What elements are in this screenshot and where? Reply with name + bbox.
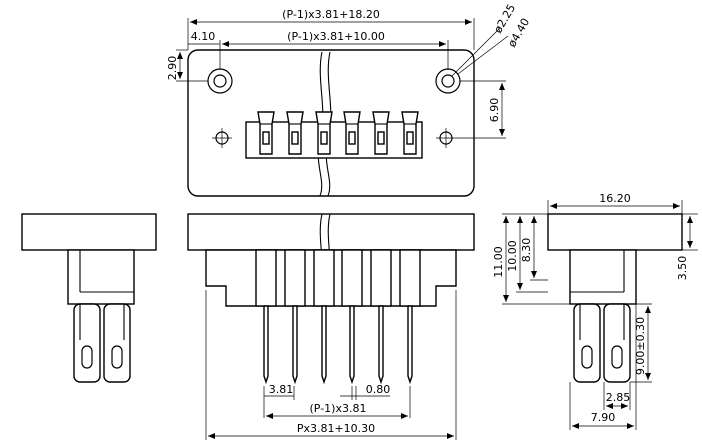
- dim-base-width: 7.90: [591, 411, 616, 424]
- right-body: [569, 249, 637, 305]
- dim-body-height-a: 10.00: [506, 240, 519, 272]
- dim-hole-spacing: (P-1)x3.81+10.00: [287, 30, 385, 43]
- terminal-slot: [401, 111, 419, 155]
- dim-hole-height: 2.90: [166, 56, 179, 81]
- top-view: [187, 49, 475, 197]
- right-pin-b: [603, 303, 631, 383]
- front-pin: [313, 249, 335, 385]
- left-side-view: [21, 213, 157, 383]
- terminal-slots: [257, 111, 419, 155]
- left-pin-b-slot: [111, 345, 123, 369]
- right-side-view: [547, 213, 683, 383]
- right-flange: [547, 213, 683, 251]
- side-dimensions: 16.20 3.50 11.00 10.00 8.30 9.00±0.30 2.…: [492, 192, 698, 430]
- dim-edge-offset: 4.10: [191, 30, 216, 43]
- terminal-slot: [286, 111, 304, 155]
- dim-total-height: 11.00: [492, 246, 505, 278]
- mounting-hole-left-inner: [213, 74, 227, 88]
- front-pins: [255, 249, 421, 385]
- left-body: [67, 249, 135, 305]
- top-dimensions: (P-1)x3.81+18.20 (P-1)x3.81+10.00 4.10 2…: [166, 2, 532, 139]
- dim-pin-span: (P-1)x3.81: [310, 402, 367, 415]
- dim-total-width: Px3.81+10.30: [297, 422, 375, 435]
- dim-depth: 16.20: [599, 192, 631, 205]
- dim-overall-width: (P-1)x3.81+18.20: [282, 8, 380, 21]
- terminal-slot: [257, 111, 275, 155]
- left-pin-a: [73, 303, 101, 383]
- terminal-slot: [315, 111, 333, 155]
- dim-hole-to-center: 6.90: [488, 98, 501, 123]
- right-pin-a: [573, 303, 601, 383]
- front-pin: [341, 249, 363, 385]
- dim-pin-offset: 2.85: [606, 391, 631, 404]
- front-pin: [255, 249, 277, 385]
- right-pin-b-slot: [611, 345, 623, 369]
- dim-body-height-b: 8.30: [520, 238, 533, 263]
- connector-body-top: [245, 121, 423, 159]
- dim-pin-length: 9.00±0.30: [634, 317, 647, 375]
- left-flange: [21, 213, 157, 251]
- front-pin: [370, 249, 392, 385]
- right-pin-a-slot: [581, 345, 593, 369]
- dim-flange-thickness: 3.50: [676, 256, 689, 281]
- mounting-hole-right-inner: [441, 74, 455, 88]
- dim-pitch: 3.81: [269, 383, 294, 396]
- left-pin-b: [103, 303, 131, 383]
- left-pin-a-slot: [81, 345, 93, 369]
- front-flange: [187, 213, 475, 251]
- terminal-slot: [372, 111, 390, 155]
- terminal-slot: [343, 111, 361, 155]
- front-view: [187, 213, 475, 385]
- front-pin: [399, 249, 421, 385]
- front-dimensions: 3.81 0.80 (P-1)x3.81 Px3.81+10.30: [205, 290, 457, 440]
- dim-pin-width: 0.80: [366, 383, 391, 396]
- front-pin: [284, 249, 306, 385]
